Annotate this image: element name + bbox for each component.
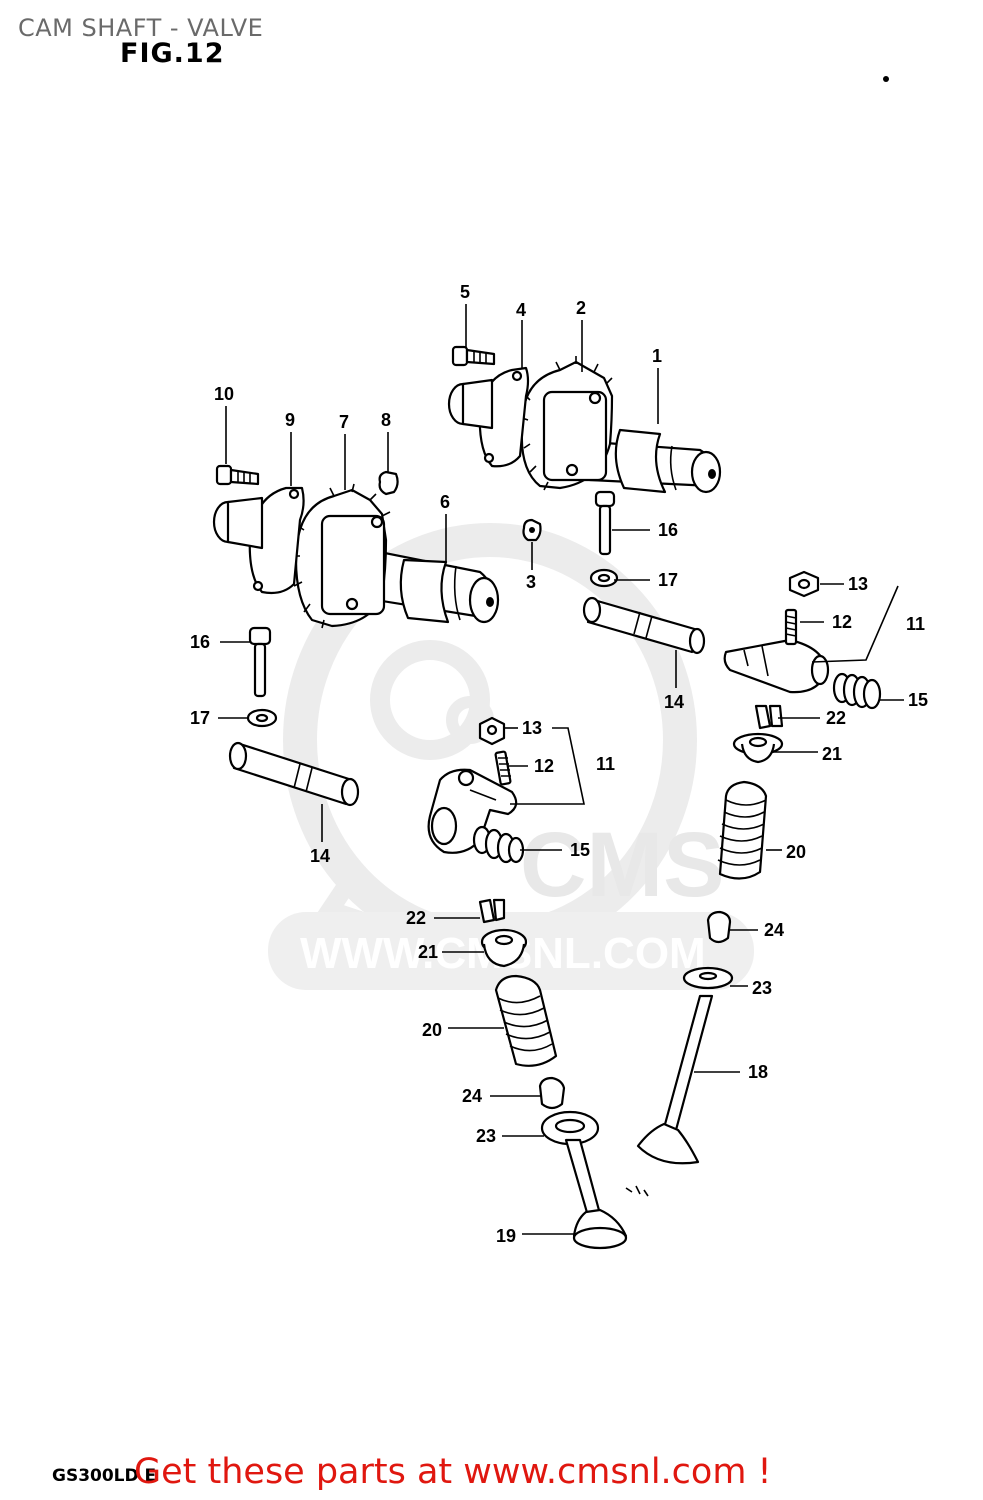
callout-8: 8 (381, 410, 391, 430)
spring-15-right (832, 672, 882, 710)
seat-23-right (682, 966, 734, 990)
seal-24-right (706, 910, 732, 944)
callout-14-left: 14 (310, 846, 330, 866)
callout-24-right: 24 (764, 920, 784, 940)
callout-23-right: 23 (752, 978, 772, 998)
washer-17-right (589, 568, 619, 588)
speck-marks (625, 1185, 649, 1197)
bolt-16-left (248, 626, 272, 698)
callout-16-right: 16 (658, 520, 678, 540)
sprocket-upper (520, 356, 614, 491)
plate-lower (212, 486, 305, 595)
nut-13-right (788, 570, 820, 598)
leader-lines (218, 304, 904, 1235)
pin-8 (378, 470, 399, 496)
valve-spring-20-left (494, 974, 558, 1067)
callout-11-left: 11 (596, 754, 615, 774)
watermark-brand: CMS (520, 814, 724, 916)
retainer-21-left (480, 928, 528, 968)
callout-2: 2 (576, 298, 586, 318)
model-code: GS300LD E (52, 1466, 157, 1486)
callout-17-right: 17 (658, 570, 678, 590)
rocker-arm-right (723, 638, 830, 694)
callout-22-left: 22 (406, 908, 426, 928)
callout-17-left: 17 (190, 708, 210, 728)
adjuster-12-right (784, 608, 798, 646)
callout-18: 18 (748, 1062, 768, 1082)
callout-1: 1 (652, 346, 662, 366)
callout-labels: 1 2 3 4 5 6 7 8 9 10 11 11 12 12 13 13 1… (190, 282, 928, 1246)
page-title: CAM SHAFT - VALVE (18, 14, 264, 42)
callout-5: 5 (460, 282, 470, 302)
callout-24-left: 24 (462, 1086, 482, 1106)
callout-12-right: 12 (832, 612, 852, 632)
callout-22-right: 22 (826, 708, 846, 728)
cotters-22-left (478, 898, 506, 924)
rocker-shaft-left (228, 741, 360, 807)
callout-4: 4 (516, 300, 526, 320)
valve-spring-20-right (717, 780, 768, 880)
bolt-5 (451, 345, 496, 367)
callout-16-left: 16 (190, 632, 210, 652)
callout-19: 19 (496, 1226, 516, 1246)
callout-15-right: 15 (908, 690, 928, 710)
callout-13-left: 13 (522, 718, 542, 738)
bolt-10 (215, 464, 260, 486)
bolt-16-right (594, 490, 616, 556)
callout-20-left: 20 (422, 1020, 442, 1040)
promo-banner-link[interactable]: Get these parts at www.cmsnl.com ! (134, 1452, 772, 1492)
pin-3 (522, 518, 542, 542)
callout-7: 7 (339, 412, 349, 432)
rocker-shaft-right (582, 596, 706, 655)
cotters-22-right (754, 704, 784, 730)
valve-19 (564, 1138, 628, 1250)
retainer-21-right (732, 732, 784, 764)
callout-21-right: 21 (822, 744, 842, 764)
washer-17-left (246, 708, 278, 728)
spring-15-left (472, 825, 525, 864)
adjuster-12-left (494, 750, 512, 786)
callout-6: 6 (440, 492, 450, 512)
callout-12-left: 12 (534, 756, 554, 776)
callout-11-right: 11 (906, 614, 925, 634)
seat-23-left (540, 1110, 600, 1146)
speck (883, 76, 889, 82)
callout-21-left: 21 (418, 942, 438, 962)
callout-15-left: 15 (570, 840, 590, 860)
camshaft-lower (358, 546, 500, 624)
callout-3: 3 (526, 572, 536, 592)
sprocket-lower (292, 483, 391, 629)
figure-label: FIG.12 (120, 38, 225, 69)
callout-23-left: 23 (476, 1126, 496, 1146)
seal-24-left (538, 1076, 566, 1110)
nut-13-left (478, 716, 506, 746)
plate-upper (447, 366, 530, 468)
callout-13-right: 13 (848, 574, 868, 594)
callout-10: 10 (214, 384, 234, 404)
callout-9: 9 (285, 410, 295, 430)
callout-14-right: 14 (664, 692, 684, 712)
valve-18 (636, 994, 714, 1165)
callout-20-right: 20 (786, 842, 806, 862)
rocker-arm-left (427, 768, 518, 854)
